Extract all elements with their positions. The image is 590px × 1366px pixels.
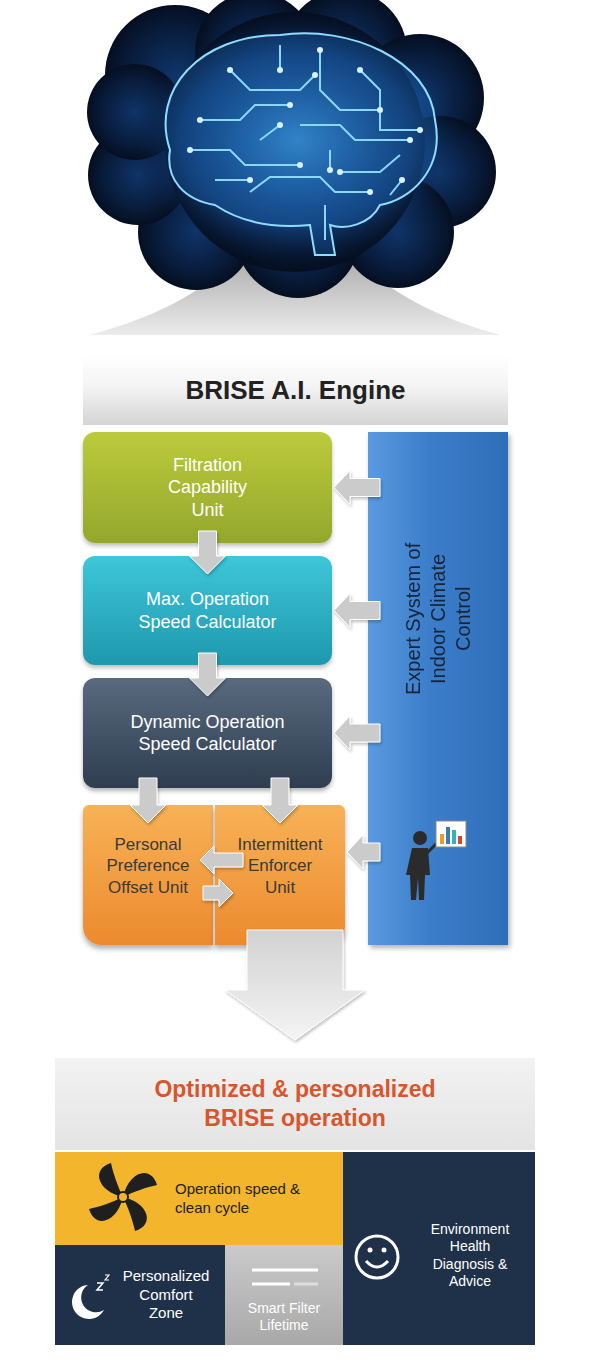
process-box: Max. Operation Speed Calculator [83,556,332,665]
circuit-dot [367,189,373,195]
circuit-line [190,150,300,165]
circuit-dot [247,177,253,183]
feature-box: Operation speed & clean cycle [55,1152,343,1245]
smiley-icon [356,1236,398,1278]
block-arrow [334,594,380,628]
expert-band: Expert System of Indoor Climate Control [368,432,508,945]
filter-bar [252,1283,290,1286]
block-arrow [334,471,380,505]
circuit-dot [197,117,203,123]
circuit-dot [337,169,343,175]
node-label: Environment Health Diagnosis & Advice [420,1221,520,1291]
block-arrow [334,716,380,750]
block-arrow [200,846,243,874]
fan-blade [123,1197,147,1231]
circuit-line [360,70,420,130]
cloud-shape [87,0,496,298]
person-body [406,848,430,900]
fan-blade [99,1163,123,1197]
feature-box: Environment Health Diagnosis & Advice [343,1152,535,1345]
circuit-dots [187,47,423,195]
block-arrow [130,778,166,823]
circuit-line [300,125,410,140]
node-label: Smart Filter Lifetime [234,1300,334,1335]
node-label: Expert System of Indoor Climate Control [401,521,476,716]
circuit-dot [277,67,283,73]
process-box: Filtration Capability Unit [83,432,332,543]
process-box: Intermittent Enforcer Unit [215,805,345,945]
brain-glow [133,15,463,265]
node-label: Operation speed & clean cycle [175,1180,325,1218]
circuit-dot [357,67,363,73]
node-label: Personal Preference Offset Unit [93,834,203,898]
sleep-mark [105,1275,109,1280]
moon-crescent [72,1285,104,1319]
block-arrow [262,778,298,823]
expert-person-icon [406,821,466,900]
brain-outline [166,33,437,255]
process-box: Dynamic Operation Speed Calculator [83,678,332,788]
circuit-line [279,45,281,70]
circuit-line [250,177,370,192]
circuit-dot [317,47,323,53]
circuit-dot [377,107,383,113]
engine-panel: BRISE A.I. EngineFiltration Capability U… [83,355,508,945]
node-label: Filtration Capability Unit [155,454,260,522]
process-box: Personal Preference Offset Unit [83,805,213,945]
circuit-line [230,70,315,90]
block-arrow [347,835,380,869]
output-band: Optimized & personalized BRISE operation [55,1058,535,1150]
circuit-dot [227,67,233,73]
fan-icon [89,1163,157,1231]
circuit-dot [287,102,293,108]
circuit-dot [417,127,423,133]
filter-bar [252,1269,318,1272]
smiley-eye [368,1248,373,1253]
smiley-eye [382,1248,387,1253]
circuit-line [340,155,400,172]
filter-bar [294,1283,318,1286]
circuit-lines [190,45,420,240]
circuit-line [324,205,326,240]
person-head [413,831,427,845]
node-label: Optimized & personalized BRISE operation [135,1075,455,1133]
chart-bar [446,827,450,844]
circuit-dot [187,147,193,153]
panel-heading: BRISE A.I. Engine [83,355,508,425]
circuit-dot [399,177,405,183]
block-arrow [203,879,233,907]
circuit-line [200,105,290,120]
filter-bars-icon [252,1270,318,1284]
circuit-dot [327,167,333,173]
block-arrow [225,930,365,1040]
circuit-dot [277,122,283,128]
node-label: Intermittent Enforcer Unit [232,834,328,898]
feature-box: Smart Filter Lifetime [225,1245,343,1345]
smiley-face [356,1236,398,1278]
block-arrow [190,531,226,574]
fan-blade [89,1197,123,1221]
circuit-dot [312,72,318,78]
chart-bar [452,830,456,844]
circuit-line [215,179,250,181]
chart-board [436,821,466,847]
fan-hub [118,1192,128,1202]
sleep-mark [97,1283,103,1290]
circuit-dot [407,137,413,143]
node-label: Max. Operation Speed Calculator [128,588,288,633]
node-label: Dynamic Operation Speed Calculator [123,711,293,756]
node-label: Personalized Comfort Zone [122,1267,211,1323]
moon-icon [72,1275,109,1319]
fan-blade [123,1173,157,1197]
chart-bar [440,834,444,844]
smiley-mouth [366,1261,388,1267]
feature-box: Personalized Comfort Zone [55,1245,225,1345]
circuit-line [260,125,280,140]
block-arrow [190,653,226,696]
circuit-dot [297,162,303,168]
chart-bar [458,836,462,844]
person-arm [427,842,438,853]
